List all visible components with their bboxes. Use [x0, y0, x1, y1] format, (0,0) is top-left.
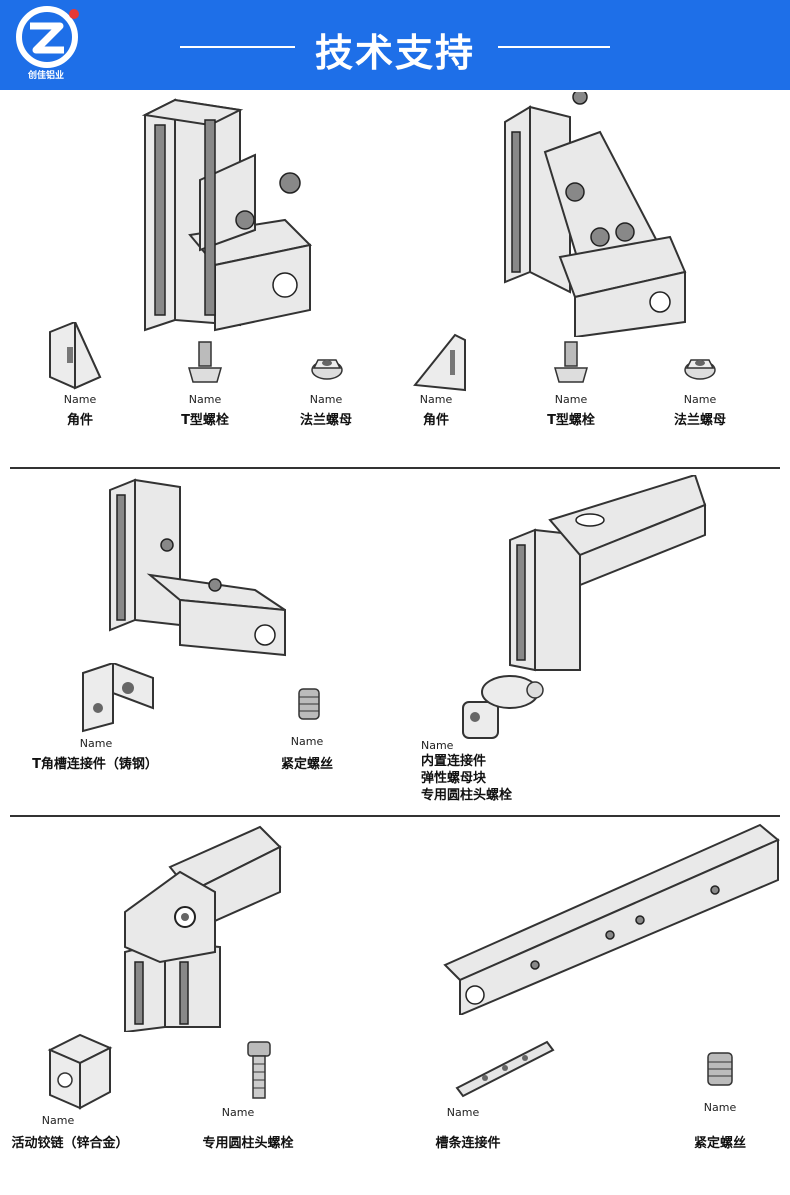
t-bolt-icon-2 — [554, 341, 588, 383]
part-label: 紧定螺丝 — [280, 757, 333, 772]
corner-bracket-icon — [49, 322, 102, 390]
set-screw-icon — [298, 688, 320, 720]
corner-gusset-assembly-illustration — [504, 92, 687, 337]
flange-nut-icon-2 — [684, 359, 716, 380]
set-screw-icon-2 — [707, 1052, 733, 1086]
part-label: 法兰螺母 — [299, 413, 352, 428]
part-label: 专用圆柱头螺栓 — [202, 1136, 294, 1151]
part-label: T型螺栓 — [181, 413, 229, 428]
part-name-caption: Name — [419, 393, 453, 406]
t-bolt-icon — [188, 341, 222, 383]
part-label: 角件 — [66, 413, 93, 428]
part-label: T角槽连接件（铸钢） — [32, 757, 158, 772]
hinge-part-icon — [47, 1033, 113, 1110]
internal-connector-icon — [462, 675, 544, 739]
part-name-caption: Name — [703, 1101, 737, 1114]
part-label: 角件 — [422, 413, 449, 428]
t-corner-connector-icon — [82, 663, 154, 733]
slot-connector-plate-icon — [455, 1040, 555, 1098]
part-label: 紧定螺丝 — [693, 1136, 746, 1151]
page-title: 技术支持 — [314, 31, 475, 75]
part-name-caption: Name — [554, 393, 588, 406]
title-rule-left — [180, 46, 295, 48]
part-name-caption: Name — [290, 735, 324, 748]
header-banner: 创佳铝业 技术支持 — [0, 0, 790, 90]
title-rule-right — [498, 46, 610, 48]
cap-screw-icon — [247, 1041, 271, 1099]
section-divider — [10, 815, 780, 817]
slot-connector-assembly-illustration — [443, 823, 780, 1015]
part-label: 槽条连接件 — [435, 1136, 501, 1151]
t-slot-corner-assembly-illustration — [109, 478, 286, 657]
part-name-caption: Name — [63, 393, 97, 406]
flange-nut-icon — [311, 359, 343, 380]
internal-connector-assembly-illustration — [509, 475, 707, 672]
brand-name: 创佳铝业 — [27, 71, 64, 81]
hinge-assembly-illustration — [124, 825, 282, 1032]
corner-bracket-assembly-illustration — [141, 98, 313, 332]
part-name-caption: Name — [309, 393, 343, 406]
section-divider — [10, 467, 780, 469]
part-name-caption: Name — [79, 737, 113, 750]
gusset-bracket-icon — [413, 333, 466, 392]
part-label: T型螺栓 — [547, 413, 595, 428]
part-name-caption: Name — [221, 1106, 255, 1119]
part-label: 活动铰链（锌合金） — [11, 1136, 129, 1151]
part-name-caption: Name — [188, 393, 222, 406]
part-label: 法兰螺母 — [673, 413, 726, 428]
page-title-block: 技术支持 — [180, 18, 610, 75]
part-label-line: 专用圆柱头螺栓 — [421, 788, 513, 803]
part-label-line: 内置连接件 — [421, 754, 487, 769]
part-name-caption: Name — [41, 1114, 75, 1127]
part-name-caption: Name — [446, 1106, 480, 1119]
part-name-caption: Name — [683, 393, 717, 406]
part-label-line: 弹性螺母块 — [421, 771, 487, 786]
brand-logo-icon — [16, 6, 79, 68]
part-name-caption: Name — [421, 739, 454, 752]
